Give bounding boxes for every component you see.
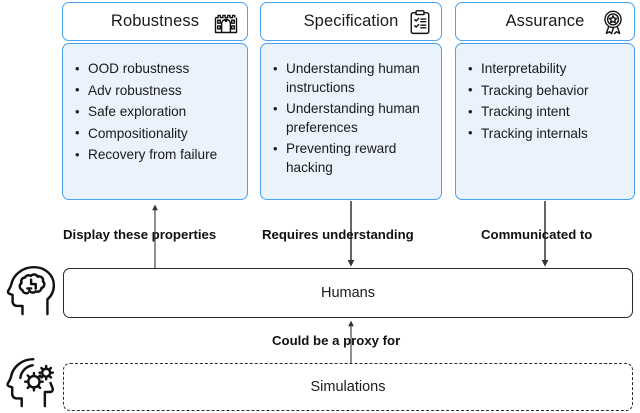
award-ribbon-icon [604, 10, 622, 34]
head-gears-icon [6, 357, 55, 408]
panel-specification-header: Specification [260, 2, 442, 41]
list-item: Interpretability [468, 60, 626, 79]
edge-label-could-be-a-proxy-for: Could be a proxy for [272, 333, 401, 348]
panel-assurance-header: Assurance [455, 2, 635, 41]
row-humans-label: Humans [321, 285, 375, 301]
list-item: Recovery from failure [75, 146, 239, 165]
list-item: Tracking intent [468, 103, 626, 122]
panel-specification-list: Understanding human instructions Underst… [273, 60, 433, 177]
clipboard-checklist-icon [410, 9, 430, 34]
panel-assurance-list: Interpretability Tracking behavior Track… [468, 60, 626, 143]
list-item: Preventing reward hacking [273, 140, 433, 177]
edge-label-display-these-properties: Display these properties [63, 227, 217, 242]
row-simulations-label: Simulations [310, 379, 386, 395]
list-item: Safe exploration [75, 103, 239, 122]
panel-assurance-title: Assurance [505, 12, 585, 30]
panel-assurance-body: Interpretability Tracking behavior Track… [455, 43, 635, 200]
list-item: OOD robustness [75, 60, 239, 79]
panel-robustness-body: OOD robustness Adv robustness Safe explo… [62, 43, 248, 200]
panel-specification-title: Specification [303, 12, 399, 30]
panel-assurance: Assurance Interpretability Tracking beha… [455, 2, 635, 200]
panel-robustness-header: Robustness [62, 2, 248, 41]
edge-label-communicated-to: Communicated to [481, 227, 593, 242]
panel-specification-body: Understanding human instructions Underst… [260, 43, 442, 200]
row-simulations: Simulations [63, 363, 633, 411]
panel-specification: Specification Understanding human instru… [260, 2, 442, 200]
panel-robustness-list: OOD robustness Adv robustness Safe explo… [75, 60, 239, 165]
castle-icon [214, 14, 238, 33]
list-item: Compositionality [75, 124, 239, 144]
panel-robustness: Robustness OOD robustness Adv robustness… [62, 2, 248, 200]
list-item: Understanding human instructions [273, 60, 433, 97]
list-item: Tracking behavior [468, 81, 626, 101]
list-item: Tracking internals [468, 124, 626, 144]
panel-robustness-title: Robustness [110, 12, 200, 30]
list-item: Adv robustness [75, 81, 239, 101]
row-humans: Humans [63, 268, 633, 318]
head-brain-icon [6, 265, 56, 316]
edge-label-requires-understanding: Requires understanding [262, 227, 414, 242]
list-item: Understanding human preferences [273, 100, 433, 137]
